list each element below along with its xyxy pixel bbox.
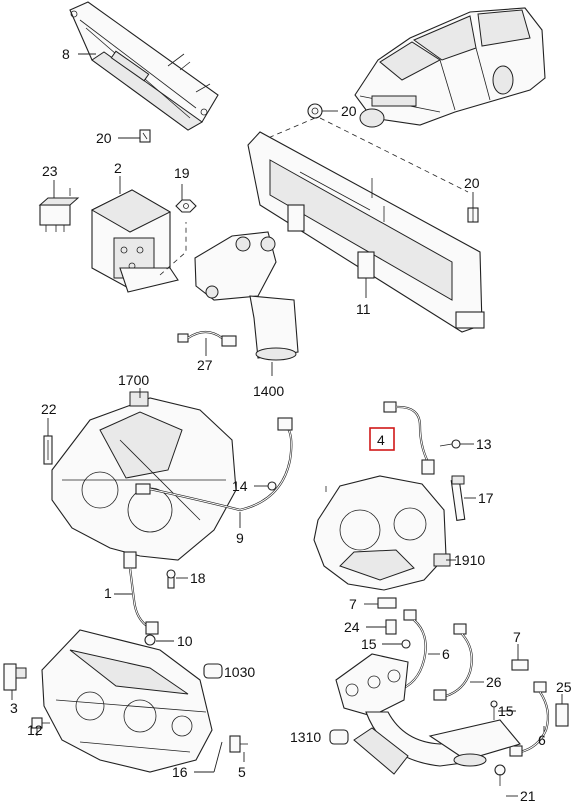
callout-20-right: 20 [464,175,480,191]
callout-1700: 1700 [118,372,149,388]
callout-1910: 1910 [454,552,485,568]
washer-10-drawing [144,634,156,646]
callout-3: 3 [10,700,18,716]
callout-20-left: 20 [96,130,112,146]
sensor-26-drawing [433,623,473,701]
callout-12: 12 [27,722,43,738]
callout-11: 11 [356,301,371,317]
callout-21: 21 [520,788,536,804]
highlight-box-part-4 [369,427,395,451]
actuator-1400-drawing [194,231,299,361]
nut-21-drawing [494,764,506,786]
sensor-5-drawing [229,735,248,753]
clip-24-drawing [385,619,397,635]
callout-27: 27 [197,357,213,373]
callout-16: 16 [172,764,188,780]
callout-15-right: 15 [498,703,514,719]
bracket-7-right-drawing [511,659,529,671]
engine-block-drawing [41,629,213,773]
callout-23: 23 [42,163,58,179]
nut-20-center-drawing [307,103,323,119]
callout-4: 4 [377,432,385,448]
bolt-15-right-drawing [490,700,498,720]
sensor-1-drawing [123,551,159,635]
callout-22: 22 [41,401,57,417]
callout-1310: 1310 [290,729,321,745]
callout-8: 8 [62,46,70,62]
callout-6-top: 6 [442,646,450,662]
callout-13: 13 [476,436,492,452]
control-unit-2-drawing [90,189,179,293]
bracket-7-top-drawing [377,597,397,609]
callout-15-left: 15 [361,636,377,652]
clip-20-top-left-drawing [139,129,151,143]
bolt-15-left-drawing [401,639,411,649]
callout-7-left: 7 [349,596,357,612]
sensor-27-drawing [177,330,237,347]
part-25-drawing [555,703,569,727]
part-1310-drawing [329,729,349,745]
clip-22-drawing [43,435,53,465]
callout-25: 25 [556,679,572,695]
callout-24: 24 [344,619,360,635]
relay-23-drawing [38,188,80,232]
sensor-4-drawing [383,401,435,475]
nut-19-drawing [175,199,197,213]
callout-14: 14 [232,478,248,494]
bolt-13-drawing [439,439,461,449]
ecu-bracket-drawing [247,131,485,333]
callout-19: 19 [174,165,190,181]
callout-5: 5 [238,764,246,780]
sensor-wire-9-drawing [135,417,293,512]
callout-1400: 1400 [253,383,284,399]
callout-7-right: 7 [513,629,521,645]
transaxle-1700-drawing [51,391,237,561]
callout-10: 10 [177,633,193,649]
cable-tie-17-drawing [450,475,466,521]
callout-1030: 1030 [224,664,255,680]
ecu-module-drawing [69,1,219,131]
clip-20-right-drawing [467,207,479,223]
callout-1: 1 [104,585,112,601]
callout-17: 17 [478,490,494,506]
callout-9: 9 [236,530,244,546]
exhaust-manifold-drawing [335,653,521,775]
callout-20-center: 20 [341,103,357,119]
callout-2: 2 [114,160,122,176]
transmission-1910-drawing [313,475,451,591]
part-1030-drawing [203,663,223,679]
callout-6-bottom: 6 [538,732,546,748]
bolt-18-drawing [166,569,176,589]
callout-26: 26 [486,674,502,690]
sensor-3-drawing [3,663,27,691]
o2-sensor-6-right-drawing [509,681,550,757]
minivan-car-drawing [354,7,546,128]
callout-18: 18 [190,570,206,586]
